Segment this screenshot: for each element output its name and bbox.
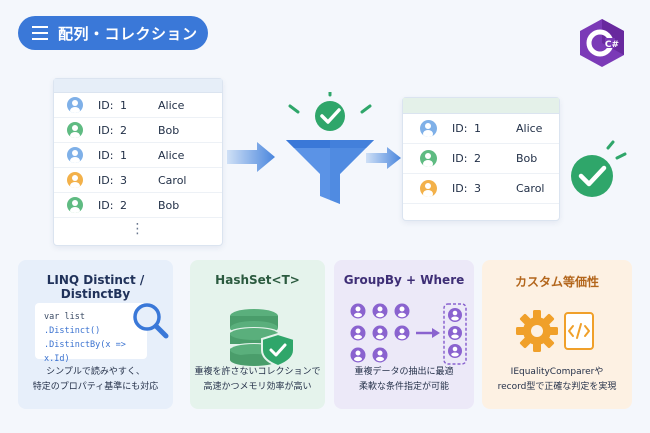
user-avatar-icon	[420, 150, 437, 167]
panel-linq-distinct: LINQ Distinct / DistinctBy var list .Dis…	[18, 260, 173, 409]
panel-title: HashSet<T>	[215, 273, 300, 287]
user-avatar-icon	[420, 180, 437, 197]
gear-code-icon	[516, 310, 594, 352]
list-row: ID: 2 Bob	[54, 118, 222, 143]
panel-description: IEqualityComparerや record型で正確な判定を実現	[497, 367, 617, 392]
list-row: ID: 1 Alice	[54, 143, 222, 168]
code-snippet: var list .Distinct() .DistinctBy(x => x.…	[35, 303, 147, 364]
more-icon: ⋮	[130, 221, 146, 237]
list-row: ID: 3 Carol	[54, 168, 222, 193]
filter-funnel-icon	[286, 92, 374, 204]
csharp-logo-text: C#	[605, 40, 619, 50]
panel-description: 重複データの抽出に最適 柔軟な条件指定が可能	[354, 367, 454, 392]
list-row: ID: 3 Carol	[403, 174, 559, 204]
list-row: ID: 2 Bob	[403, 144, 559, 174]
list-row: ID: 1 Alice	[54, 93, 222, 118]
user-avatar-icon	[67, 97, 83, 113]
panel-description: 重複を許さないコレクションで 高速かつメモリ効率が高い	[194, 367, 321, 392]
user-avatar-icon	[67, 197, 83, 213]
arrow-right-icon	[366, 147, 401, 169]
panel-groupby-where: GroupBy + Where 重複データの抽出に最適 柔軟な条件指定が可能	[334, 260, 474, 409]
panel-title: カスタム等価性	[514, 275, 599, 289]
page-title: 配列・コレクション	[58, 24, 198, 43]
panel-custom-equality: カスタム等価性 IEqualityComparerや record型で正確な判定…	[482, 260, 632, 409]
success-check-icon	[571, 140, 627, 197]
output-list-card: ID: 1 Alice ID: 2 Bob ID: 3 Carol	[402, 97, 560, 221]
panel-title: GroupBy + Where	[343, 273, 465, 287]
input-list-card: ID: 1 Alice ID: 2 Bob ID: 1 Alice ID: 3 …	[53, 78, 223, 246]
user-avatar-icon	[67, 172, 83, 188]
magnifier-icon	[133, 303, 169, 339]
arrow-right-icon	[227, 142, 275, 172]
list-icon	[32, 26, 48, 40]
list-row: ID: 1 Alice	[403, 114, 559, 144]
user-avatar-icon	[420, 120, 437, 137]
user-avatar-icon	[67, 147, 83, 163]
panel-hashset: HashSet<T> 重複を許さないコレクションで 高速かつメモリ効率が高い	[190, 260, 325, 409]
user-avatar-icon	[67, 122, 83, 138]
list-row: ID: 2 Bob	[54, 193, 222, 218]
header-badge: 配列・コレクション	[18, 16, 208, 50]
database-shield-icon	[230, 309, 295, 366]
group-users-icon	[350, 303, 467, 365]
panel-title: LINQ Distinct / DistinctBy	[46, 273, 145, 301]
panel-description: シンプルで読みやすく、 特定のプロパティ基準にも対応	[32, 367, 159, 392]
csharp-logo: C#	[580, 19, 624, 67]
